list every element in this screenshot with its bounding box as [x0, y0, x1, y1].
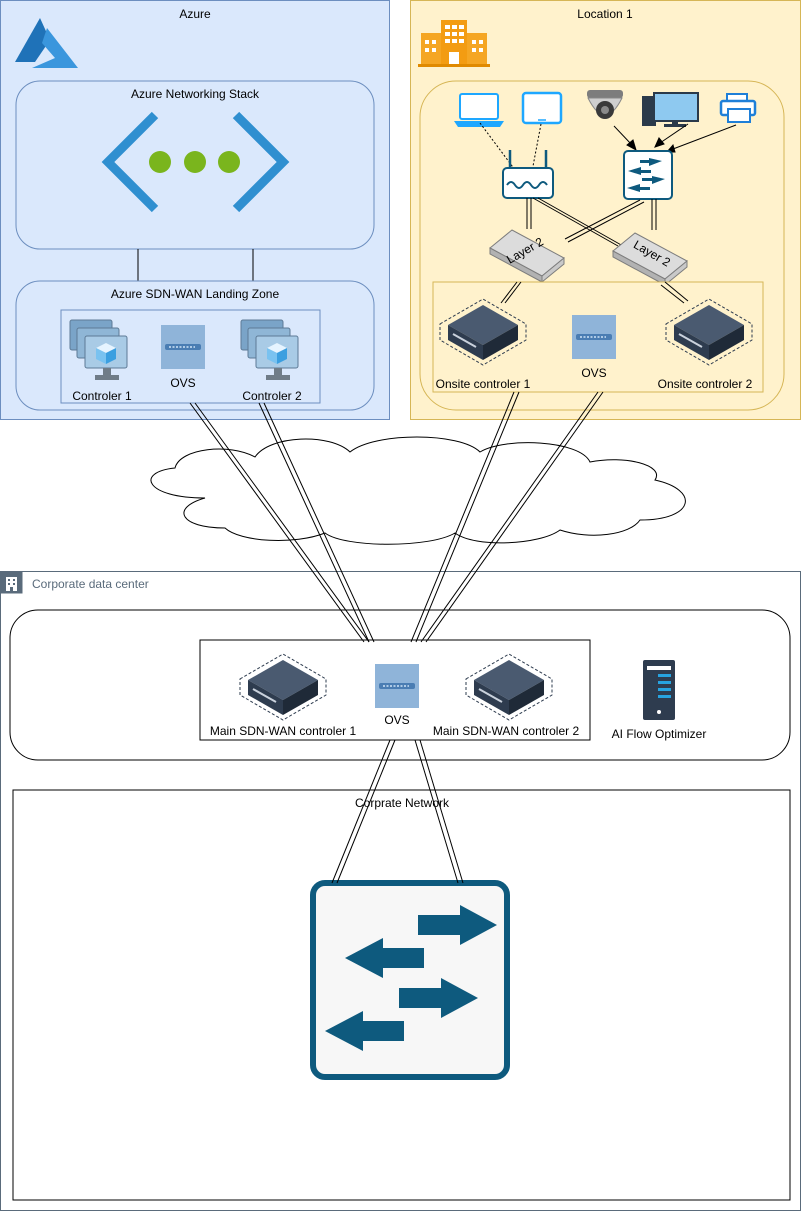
tablet-icon	[521, 91, 563, 125]
datacenter-title: Corporate data center	[32, 577, 149, 591]
wireless-access-point-icon	[502, 150, 554, 199]
azure-controller-1-label: Controler 1	[72, 389, 132, 403]
printer-icon	[719, 93, 757, 123]
onsite-server-icon-2	[665, 298, 753, 366]
location-internal-links	[526, 197, 657, 247]
location-ovs-label: OVS	[581, 366, 606, 380]
corporate-building-icon	[0, 571, 23, 594]
azure-ovs-label: OVS	[170, 376, 195, 390]
onsite-controller-1-label: Onsite controler 1	[436, 377, 531, 391]
azure-landing-zone-label: Azure SDN-WAN Landing Zone	[111, 287, 280, 301]
laptop-icon	[454, 93, 504, 127]
datacenter-ovs-label: OVS	[384, 713, 409, 727]
corporate-network-label: Corprate Network	[355, 796, 450, 810]
building-icon	[418, 20, 490, 67]
main-server-icon-1	[239, 653, 327, 721]
azure-networking-stack-label: Azure Networking Stack	[131, 87, 260, 101]
ovs-switch-icon-azure	[161, 325, 205, 369]
networking-stack-icon	[101, 111, 290, 213]
network-switch-icon-location	[623, 150, 673, 200]
ovs-switch-icon-datacenter	[375, 664, 419, 708]
vm-stack-icon-2	[240, 319, 299, 380]
core-switch-icon	[310, 880, 510, 1080]
vm-stack-icon-1	[69, 319, 128, 380]
security-camera-icon	[587, 90, 623, 119]
wan-links	[189, 391, 604, 884]
main-controller-1-label: Main SDN-WAN controler 1	[210, 724, 357, 738]
layer2-to-controller-links	[500, 281, 689, 304]
ai-flow-optimizer-label: AI Flow Optimizer	[612, 727, 707, 741]
azure-title: Azure	[179, 7, 211, 21]
layer2-switch-icon-2	[612, 232, 688, 287]
azure-controller-2-label: Controler 2	[242, 389, 302, 403]
location-title: Location 1	[577, 7, 633, 21]
desktop-computer-icon	[642, 92, 699, 127]
azure-logo-icon	[15, 18, 78, 68]
ovs-switch-icon-location	[572, 315, 616, 359]
onsite-server-icon-1	[439, 298, 527, 366]
server-tower-icon	[643, 660, 675, 720]
onsite-controller-2-label: Onsite controler 2	[658, 377, 753, 391]
main-server-icon-2	[465, 653, 553, 721]
main-controller-2-label: Main SDN-WAN controler 2	[433, 724, 580, 738]
